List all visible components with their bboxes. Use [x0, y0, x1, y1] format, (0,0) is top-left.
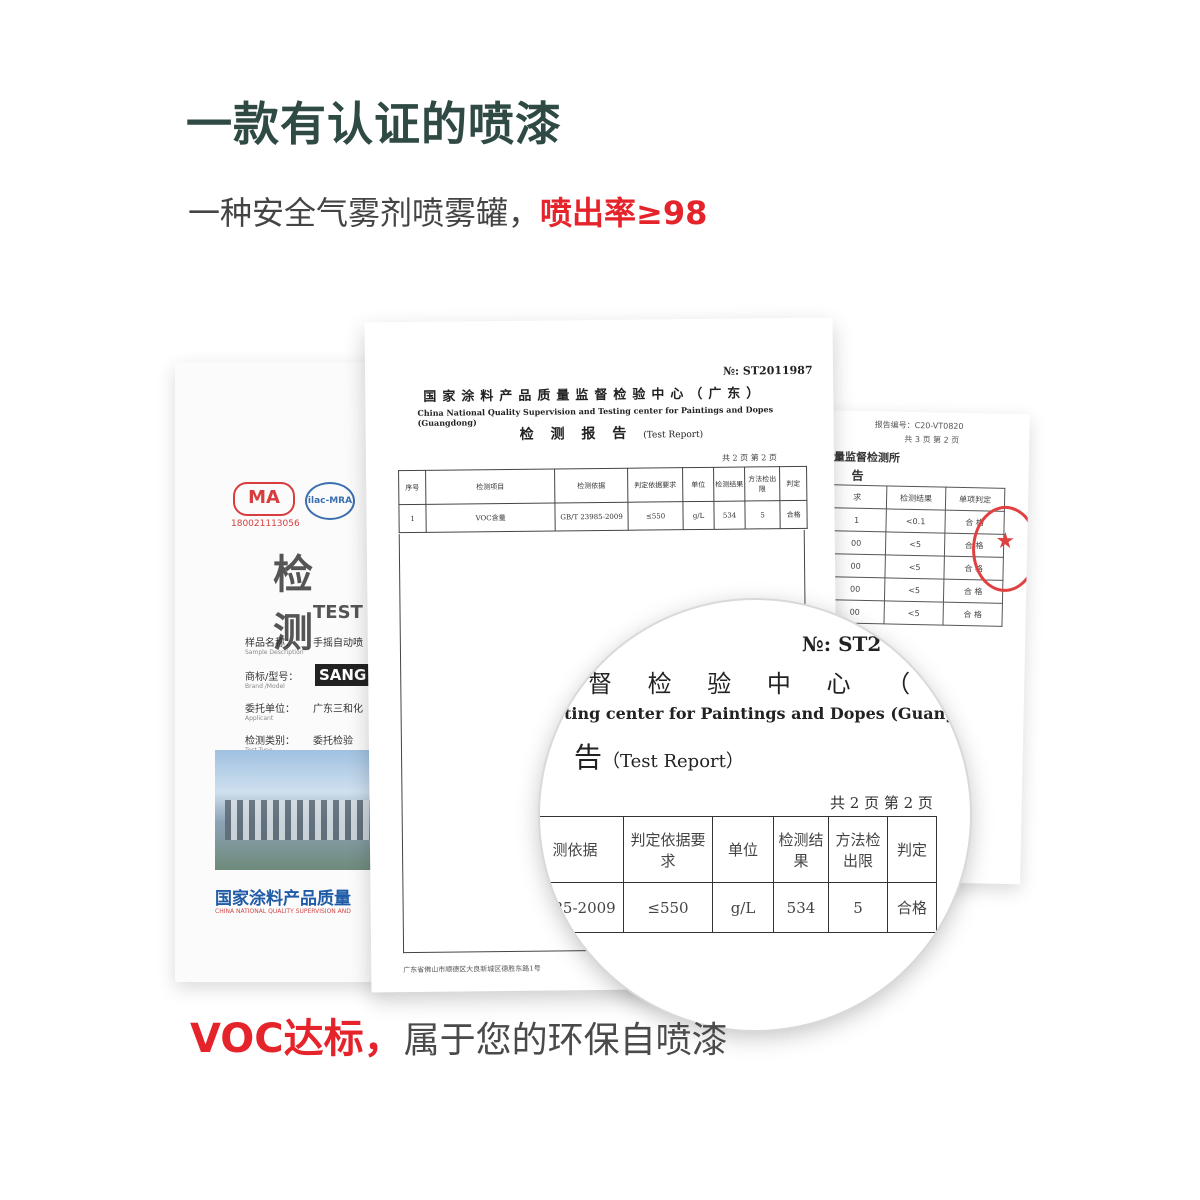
subline-text: 一种安全气雾剂喷雾罐，	[188, 194, 541, 232]
table-header-cell: 测依据	[540, 816, 624, 883]
document-stack: MA 180021113056 ilac-MRA 检 测 TEST 样品名称：S…	[0, 300, 1200, 1060]
table-header-cell: 检测结果	[713, 466, 745, 502]
zoom-report-number: №: ST2	[802, 632, 882, 656]
table-header-cell: 判定	[779, 466, 807, 501]
org-name-cn: 国家涂料产品质量监督检验中心（广东）	[423, 386, 766, 405]
report-number: 报告编号：C20-VT0820	[874, 420, 964, 432]
table-header-cell: 序号	[398, 470, 426, 505]
table-header-cell: 单位	[682, 467, 714, 502]
page-subline: 一种安全气雾剂喷雾罐，喷出率≥98	[188, 188, 707, 234]
footer-highlight: VOC达标，	[190, 1016, 404, 1062]
table-header-cell: 检测项目	[425, 468, 555, 505]
table-header-cell: 判定依据要求	[627, 467, 683, 503]
table-header-cell: 检测依据	[554, 468, 628, 503]
ilac-mra-logo: ilac-MRA	[305, 482, 355, 520]
field-label-applicant: 委托单位：Applicant	[245, 704, 295, 722]
table-header-cell: 检测结果	[886, 485, 946, 511]
report-heading: 量监督检测所	[833, 450, 901, 465]
table-header-cell: 检测结果	[773, 816, 829, 883]
field-value-sample: 手摇自动喷	[313, 638, 363, 649]
center-name-en: CHINA NATIONAL QUALITY SUPERVISION AND	[215, 908, 351, 915]
page-indicator: 共 2 页 第 2 页	[721, 453, 777, 463]
certificate-subtitle: TEST	[313, 602, 363, 623]
cma-logo: MA	[233, 482, 295, 516]
cma-number: 180021113056	[231, 519, 300, 529]
zoom-org-name-en: ting center for Paintings and Dopes (Gua…	[564, 704, 970, 723]
center-name: 国家涂料产品质量	[215, 889, 351, 909]
zoom-org-name-cn: 督 检 验 中 心 （ 广 东 ）	[588, 670, 970, 698]
report-title: 检 测 报 告 (Test Report)	[519, 425, 704, 443]
table-header-cell: 判定依据要求	[623, 816, 713, 883]
certificate-title: 检 测	[273, 551, 325, 656]
zoom-results-table: 测依据 判定依据要求 单位 检测结果 方法检出限 判定 3985-2009 ≤5…	[540, 816, 937, 933]
table-header-cell: 求	[827, 484, 887, 509]
table-header-cell: 判定	[887, 816, 937, 883]
table-row: 3985-2009 ≤550 g/L 534 5 合格	[540, 882, 937, 933]
certificate-cover: MA 180021113056 ilac-MRA 检 测 TEST 样品名称：S…	[175, 362, 385, 982]
building-photo	[215, 750, 385, 870]
field-label-sample: 样品名称：Sample Description	[245, 638, 304, 656]
test-results-table: 序号 检测项目 检测依据 判定依据要求 单位 检测结果 方法检出限 判定 1 V…	[398, 466, 808, 533]
subline-highlight: 喷出率≥98	[540, 194, 708, 232]
zoom-page-indicator: 共 2 页 第 2 页	[830, 794, 933, 812]
zoom-report-title: 告（Test Report）	[574, 741, 744, 774]
footer-text: 属于您的环保自喷漆	[403, 1020, 728, 1061]
table-header-cell: 方法检出限	[744, 466, 780, 501]
table-row: 1 VOC含量 GB/T 23985-2009 ≤550 g/L 534 5 合…	[398, 500, 808, 533]
field-label-brand: 商标/型号：Brand /Model	[245, 672, 299, 690]
star-icon: ★	[995, 528, 1016, 555]
page-indicator: 共 3 页 第 2 页	[904, 434, 960, 445]
table-header-cell: 单位	[712, 816, 774, 883]
field-value-applicant: 广东三和化	[313, 704, 363, 715]
report-address: 广东省佛山市顺德区大良新城区德胜东路1号	[403, 964, 541, 975]
table-header-cell: 方法检出限	[828, 816, 888, 883]
footer-tagline: VOC达标，属于您的环保自喷漆	[190, 1006, 728, 1064]
page-headline: 一款有认证的喷漆	[186, 97, 562, 151]
field-value-test-type: 委托检验	[313, 736, 353, 747]
magnifier-lens: №: ST2 督 检 验 中 心 （ 广 东 ） ting center for…	[540, 600, 970, 1030]
report-heading-2: 告	[851, 468, 864, 483]
report-number: №: ST2011987	[722, 363, 813, 378]
